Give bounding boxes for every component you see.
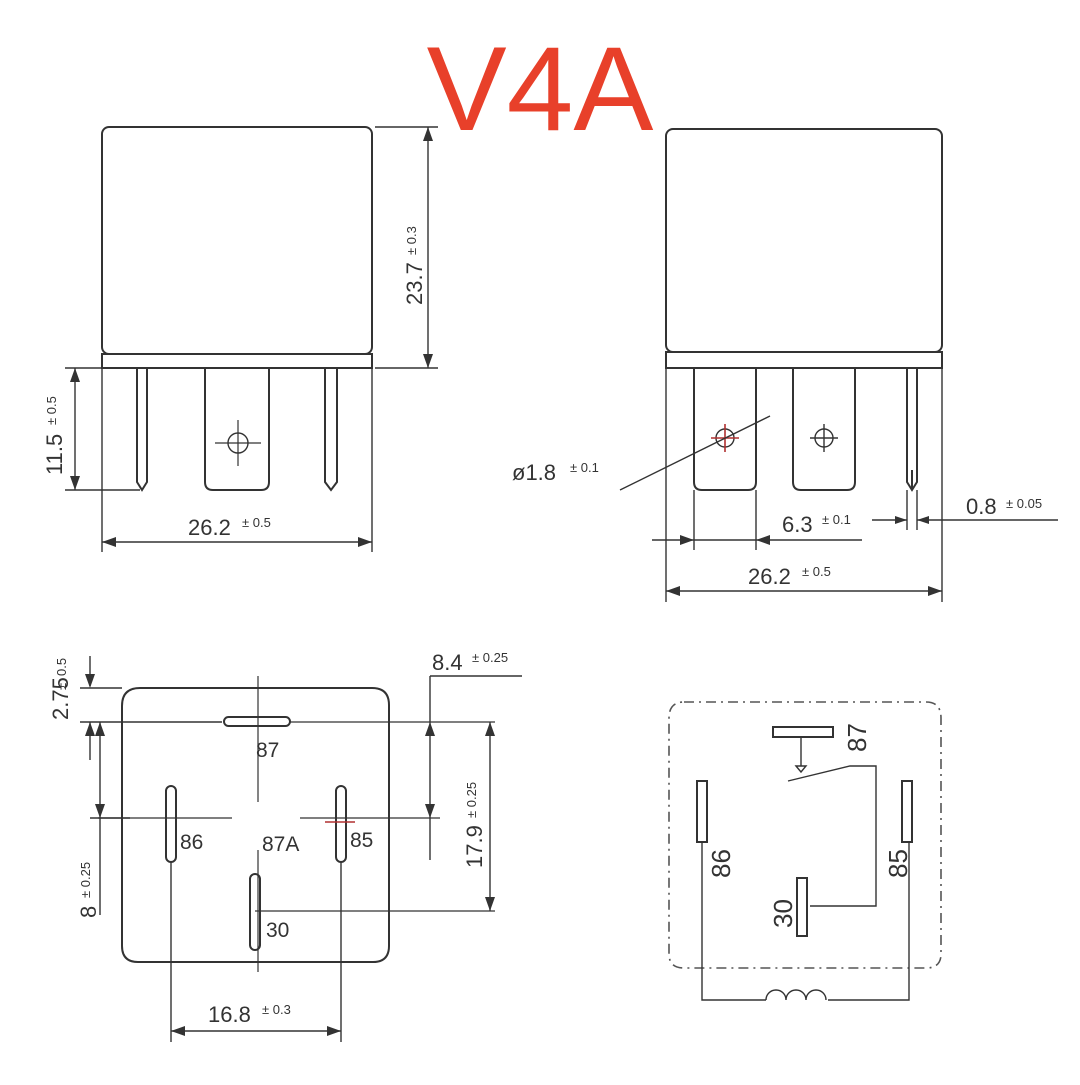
dim-side-hole: ø1.8 ± 0.1 — [512, 415, 771, 491]
schematic-pin-86 — [696, 780, 708, 843]
bottom-height-tol: ± 0.25 — [464, 782, 479, 818]
schematic-coil-wires — [701, 842, 910, 1001]
bottom-label-85: 85 — [350, 829, 373, 852]
side-pin-right — [906, 368, 918, 492]
side-pin-spacing-value: 6.3 — [782, 512, 813, 537]
bottom-pin87-offset-value: 2.75 — [48, 677, 73, 720]
front-width-tol: ± 0.5 — [242, 515, 271, 530]
bottom-center-lines — [98, 676, 495, 972]
front-relay-base — [101, 353, 373, 369]
front-view: 23.7 ± 0.3 11.5 ± 0.5 26.2 ± 0.5 — [42, 126, 438, 552]
bottom-right-offset-tol: ± 0.25 — [472, 650, 508, 665]
drawing-title: V4A — [427, 22, 654, 156]
schematic-coil — [765, 989, 827, 1001]
front-pin-center — [204, 368, 270, 491]
bottom-top-offset-value: 0.5 — [54, 658, 69, 676]
bottom-view: 87 86 87A 85 30 2.75 ± 0.5 8 ± 0.25 — [48, 650, 522, 1042]
dim-side-pin-thickness: 0.8 ± 0.05 — [872, 490, 1058, 530]
bottom-right-offset-value: 8.4 — [432, 650, 463, 675]
schematic-87-contact-arrow — [794, 765, 808, 774]
dim-side-width: 26.2 ± 0.5 — [665, 368, 943, 602]
bottom-pin-87 — [223, 716, 291, 727]
side-pin-thickness-tol: ± 0.05 — [1006, 496, 1042, 511]
schematic-pin-85 — [901, 780, 913, 843]
schematic-outline — [668, 701, 942, 969]
front-width-value: 26.2 — [188, 515, 231, 540]
front-pin-right — [324, 368, 338, 492]
side-width-value: 26.2 — [748, 564, 791, 589]
bottom-label-87a: 87A — [262, 833, 299, 856]
dim-front-width: 26.2 ± 0.5 — [101, 368, 373, 552]
side-pin-middle — [792, 368, 856, 491]
bottom-top-offset-tol: ± — [54, 683, 69, 690]
bottom-center-offset-tol: ± 0.25 — [78, 862, 93, 898]
schematic-label-86: 86 — [706, 849, 736, 878]
side-relay-base — [665, 351, 943, 369]
front-pin-left — [136, 368, 148, 492]
bottom-relay-outline — [121, 687, 390, 963]
bottom-label-87: 87 — [256, 739, 279, 762]
front-pin-length-value: 11.5 — [42, 434, 67, 475]
side-pin-spacing-tol: ± 0.1 — [822, 512, 851, 527]
bottom-pin-30 — [249, 873, 261, 951]
side-pin-left — [693, 368, 757, 491]
dim-front-height: 23.7 ± 0.3 — [375, 126, 438, 369]
wiring-schematic: 87 30 86 85 — [668, 701, 942, 1001]
bottom-label-86: 86 — [180, 831, 203, 854]
schematic-pin-87 — [772, 726, 834, 738]
side-view: ø1.8 ± 0.1 6.3 ± 0.1 0.8 ± 0.05 26.2 ± 0… — [512, 128, 1058, 602]
front-pin-length-tol: ± 0.5 — [44, 396, 59, 425]
dim-bottom-left: 2.75 ± 0.5 8 ± 0.25 — [48, 656, 222, 918]
front-relay-body — [101, 126, 373, 355]
side-width-tol: ± 0.5 — [802, 564, 831, 579]
dim-bottom-width: 16.8 ± 0.3 — [170, 862, 342, 1042]
bottom-width-value: 16.8 — [208, 1002, 251, 1027]
bottom-width-tol: ± 0.3 — [262, 1002, 291, 1017]
dim-front-pin-length: 11.5 ± 0.5 — [42, 367, 140, 491]
schematic-switch-arm — [787, 765, 877, 907]
schematic-pin-30 — [796, 877, 808, 937]
side-hole-value: ø1.8 — [512, 460, 556, 485]
front-height-tol: ± 0.3 — [404, 226, 419, 255]
bottom-height-value: 17.9 — [462, 825, 487, 868]
bottom-label-30: 30 — [266, 919, 289, 942]
schematic-label-87: 87 — [842, 723, 872, 752]
side-hole-middle-crosshair — [810, 424, 838, 452]
dim-side-pin-spacing: 6.3 ± 0.1 — [652, 490, 862, 550]
bottom-pin-86 — [165, 785, 177, 863]
bottom-pin-85 — [335, 785, 347, 863]
schematic-label-30: 30 — [768, 899, 798, 928]
bottom-center-offset-value: 8 — [76, 906, 101, 918]
side-relay-body — [665, 128, 943, 353]
side-pin-thickness-value: 0.8 — [966, 494, 997, 519]
schematic-label-85: 85 — [883, 849, 913, 878]
dim-bottom-right: 8.4 ± 0.25 17.9 ± 0.25 — [425, 650, 522, 911]
side-hole-tol: ± 0.1 — [570, 460, 599, 475]
front-height-value: 23.7 — [402, 262, 427, 305]
front-hole-crosshair — [215, 420, 261, 466]
